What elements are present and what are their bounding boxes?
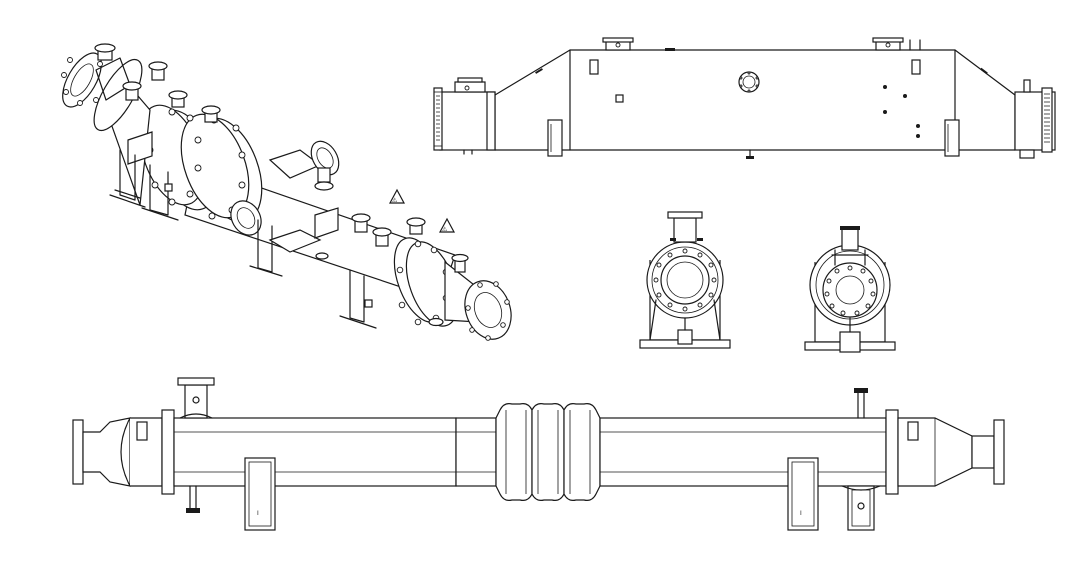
support-mark-left: I (257, 510, 259, 517)
end-view-right (804, 226, 896, 353)
warning-symbol-2: ⚠ (438, 217, 456, 233)
warning-symbol-1-text: ⚠ (392, 197, 398, 204)
support-mark-right: I (800, 510, 802, 517)
end-left-bolt-circle (653, 248, 717, 312)
front-elevation-view: I I (72, 377, 1005, 531)
warning-symbol-2-text: ⚠ (442, 226, 448, 233)
end-right-bolt-circle (824, 265, 876, 316)
isometric-view: ⚠ ⚠ (61, 43, 512, 341)
end-view-left (639, 211, 731, 349)
iso-far-flange-bolts (61, 57, 103, 106)
top-elevation-view (433, 37, 1056, 159)
warning-symbol-1: ⚠ (388, 188, 406, 204)
expansion-bellows (495, 403, 601, 501)
iso-outlet-flange-bolts (465, 281, 510, 341)
